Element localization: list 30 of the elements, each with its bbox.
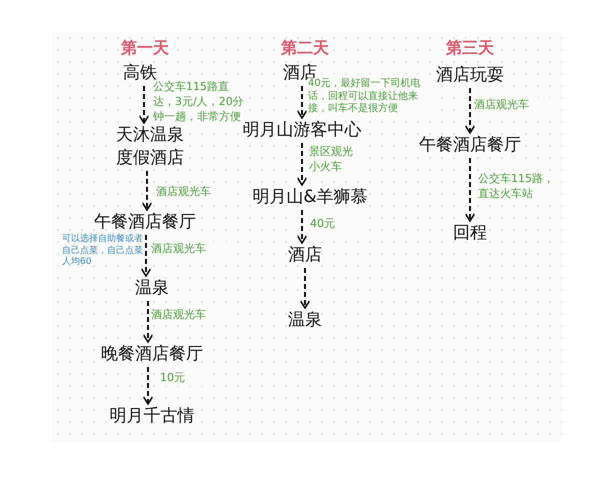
step-text: 晚餐酒店餐厅 — [101, 343, 203, 366]
step-text: 酒店玩耍 — [436, 64, 504, 87]
step-text: 明月山&羊狮慕 — [252, 186, 368, 209]
step-text: 午餐酒店餐厅 — [94, 211, 196, 234]
step-text: 温泉 — [135, 277, 169, 300]
day-heading: 第一天 — [121, 38, 169, 59]
edge-label: 40元 — [310, 217, 360, 232]
step-text: 明月千古情 — [110, 405, 194, 428]
day-heading: 第二天 — [281, 38, 329, 59]
note-text: 可以选择自助餐或者自己点菜，自己点菜人均60 — [62, 234, 144, 270]
dashed-arrow — [464, 158, 476, 222]
dashed-arrow — [296, 86, 308, 119]
dashed-arrow — [138, 86, 150, 124]
day-heading: 第三天 — [446, 38, 494, 59]
step-text: 回程 — [453, 222, 487, 245]
step-text: 午餐酒店餐厅 — [419, 134, 521, 157]
step-text: 天沐温泉度假酒店 — [110, 124, 190, 170]
dashed-arrow — [140, 234, 152, 277]
dashed-arrow — [296, 142, 308, 186]
dashed-arrow — [142, 170, 152, 211]
dashed-arrow — [300, 268, 310, 309]
step-text: 酒店 — [288, 244, 322, 267]
edge-label: 酒店观光车 — [474, 98, 554, 113]
step-text: 温泉 — [288, 309, 322, 332]
dashed-arrow — [296, 210, 308, 244]
dashed-arrow — [464, 88, 476, 134]
dashed-arrow — [142, 300, 154, 343]
dashed-arrow — [142, 366, 154, 405]
step-text: 明月山游客中心 — [242, 119, 362, 142]
edge-label: 公交车115路直达，3元/人，20分钟一趟，非常方便 — [153, 80, 245, 125]
